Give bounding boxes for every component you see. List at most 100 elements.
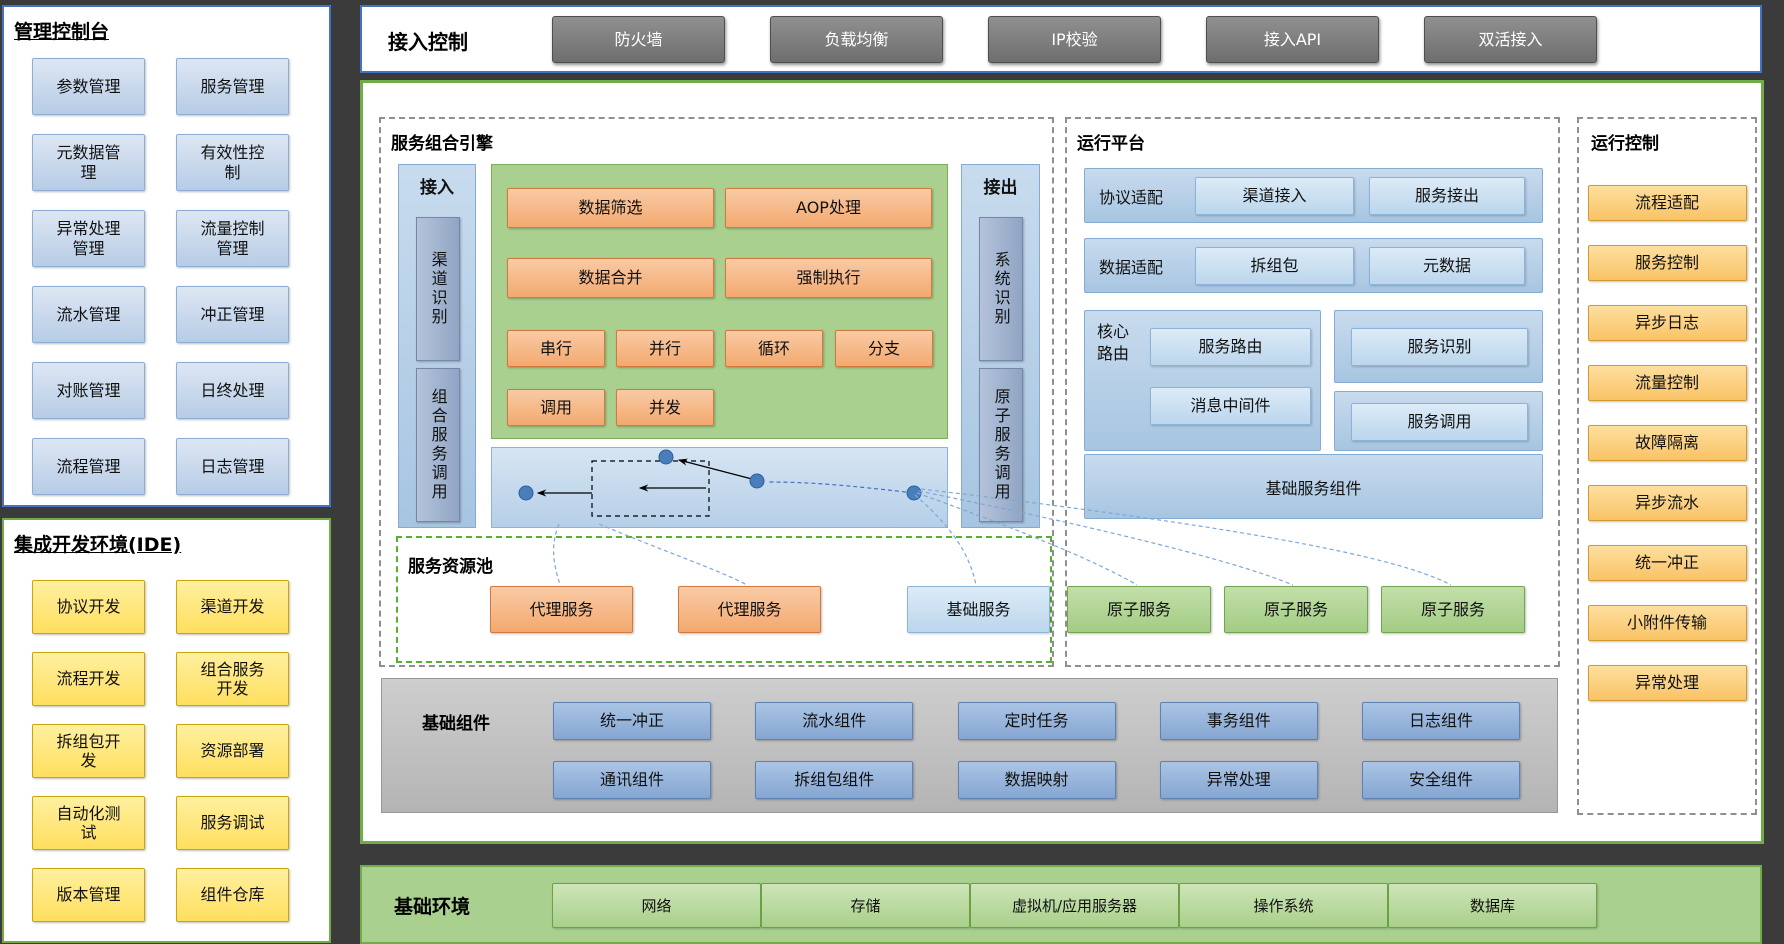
engine-ops-box: 数据筛选 AOP处理 数据合并 强制执行 串行 并行 循环 分支 调用 并发 xyxy=(491,164,948,439)
runtime-control-panel: 运行控制 流程适配 服务控制 异步日志 流量控制 故障隔离 异步流水 统一冲正 … xyxy=(1577,117,1757,815)
service-call-box: 服务调用 xyxy=(1334,391,1543,451)
op-item: 强制执行 xyxy=(725,258,932,298)
platform-item: 元数据 xyxy=(1369,247,1525,285)
flow-node xyxy=(518,485,534,501)
environment-item: 操作系统 xyxy=(1179,883,1388,928)
runtime-control-list: 流程适配 服务控制 异步日志 流量控制 故障隔离 异步流水 统一冲正 小附件传输… xyxy=(1579,185,1755,701)
data-adapter-label: 数据适配 xyxy=(1099,257,1164,277)
runtime-control-item: 故障隔离 xyxy=(1587,425,1747,461)
ide-item: 渠道开发 xyxy=(176,580,289,634)
runtime-control-item: 统一冲正 xyxy=(1587,545,1747,581)
ide-item: 版本管理 xyxy=(32,868,145,922)
ide-grid: 协议开发 渠道开发 流程开发 组合服务开发 拆组包开发 资源部署 自动化测试 服… xyxy=(32,580,289,922)
console-item: 流量控制管理 xyxy=(176,210,289,267)
inlet-item: 组合服务调用 xyxy=(416,368,460,522)
flow-node xyxy=(749,473,765,489)
protocol-adapter-label: 协议适配 xyxy=(1099,187,1164,207)
console-item: 对账管理 xyxy=(32,362,145,419)
environment-item: 存储 xyxy=(761,883,970,928)
console-item: 日志管理 xyxy=(176,438,289,495)
console-item: 日终处理 xyxy=(176,362,289,419)
flow-dashed-rect xyxy=(591,460,710,517)
environment-item: 数据库 xyxy=(1388,883,1597,928)
component-item: 定时任务 xyxy=(957,702,1116,740)
ide-item: 自动化测试 xyxy=(32,796,145,850)
runtime-control-item: 小附件传输 xyxy=(1587,605,1747,641)
console-item: 流水管理 xyxy=(32,286,145,343)
ide-item: 流程开发 xyxy=(32,652,145,706)
op-item: 调用 xyxy=(507,389,605,426)
op-item: 分支 xyxy=(835,330,933,367)
engine-title: 服务组合引擎 xyxy=(391,134,493,154)
component-item: 事务组件 xyxy=(1159,702,1318,740)
console-item: 服务管理 xyxy=(176,58,289,115)
runtime-control-item: 异步流水 xyxy=(1587,485,1747,521)
op-item: AOP处理 xyxy=(725,188,932,228)
basic-components-panel: 基础组件 统一冲正 流水组件 定时任务 事务组件 日志组件 通讯组件 拆组包组件… xyxy=(381,678,1558,813)
platform-item: 渠道接入 xyxy=(1195,177,1354,215)
management-console-panel: 管理控制台 参数管理 服务管理 元数据管理 有效性控制 异常处理管理 流量控制管… xyxy=(2,5,331,507)
core-routing-box: 核心路由 服务路由 消息中间件 xyxy=(1084,310,1321,451)
console-item: 参数管理 xyxy=(32,58,145,115)
inlet-label: 接入 xyxy=(420,178,454,198)
platform-item: 消息中间件 xyxy=(1150,387,1311,425)
data-adapter-row: 数据适配 拆组包 元数据 xyxy=(1084,238,1543,293)
atomic-service-node: 原子服务 xyxy=(1067,586,1211,633)
ide-item: 组件仓库 xyxy=(176,868,289,922)
ide-item: 拆组包开发 xyxy=(32,724,145,778)
platform-title: 运行平台 xyxy=(1077,134,1145,154)
ide-item: 资源部署 xyxy=(176,724,289,778)
runtime-control-item: 流量控制 xyxy=(1587,365,1747,401)
outlet-label: 接出 xyxy=(983,178,1018,198)
access-control-button: 负载均衡 xyxy=(770,16,943,63)
component-item: 安全组件 xyxy=(1362,761,1520,799)
platform-item: 服务调用 xyxy=(1351,403,1528,441)
outlet-item: 原子服务调用 xyxy=(979,368,1023,522)
platform-item: 服务识别 xyxy=(1351,328,1528,366)
flow-diagram xyxy=(518,449,922,517)
base-service-components-bar: 基础服务组件 xyxy=(1084,454,1543,519)
atomic-service-node: 原子服务 xyxy=(1224,586,1368,633)
op-item: 循环 xyxy=(725,330,823,367)
runtime-control-item: 异常处理 xyxy=(1587,665,1747,701)
protocol-adapter-row: 协议适配 渠道接入 服务接出 xyxy=(1084,168,1543,223)
platform-item: 服务路由 xyxy=(1150,328,1311,366)
ide-item: 协议开发 xyxy=(32,580,145,634)
component-item: 异常处理 xyxy=(1159,761,1318,799)
op-item: 并行 xyxy=(616,330,714,367)
op-item: 并发 xyxy=(616,389,714,426)
component-row: 通讯组件 拆组包组件 数据映射 异常处理 安全组件 xyxy=(553,761,1520,799)
outlet-item: 系统识别 xyxy=(979,217,1023,361)
flow-diagram-box xyxy=(491,447,948,528)
basic-environment-bar: 基础环境 网络 存储 虚拟机/应用服务器 操作系统 数据库 xyxy=(360,865,1762,944)
environment-item: 网络 xyxy=(552,883,761,928)
access-control-button: 接入API xyxy=(1206,16,1379,63)
ide-item: 服务调试 xyxy=(176,796,289,850)
component-item: 统一冲正 xyxy=(553,702,711,740)
inlet-item: 渠道识别 xyxy=(416,217,460,361)
service-pool-title: 服务资源池 xyxy=(408,557,493,577)
access-control-bar: 接入控制 防火墙 负载均衡 IP校验 接入API 双活接入 xyxy=(360,5,1762,73)
component-item: 通讯组件 xyxy=(553,761,711,799)
base-service-components-label: 基础服务组件 xyxy=(1265,478,1362,498)
platform-item: 服务接出 xyxy=(1369,177,1525,215)
flow-node xyxy=(906,485,922,501)
access-control-button: IP校验 xyxy=(988,16,1161,63)
runtime-control-item: 异步日志 xyxy=(1587,305,1747,341)
outlet-column: 接出 系统识别 原子服务调用 xyxy=(961,164,1040,528)
environment-items: 网络 存储 虚拟机/应用服务器 操作系统 数据库 xyxy=(552,883,1597,928)
op-item: 串行 xyxy=(507,330,605,367)
runtime-control-item: 流程适配 xyxy=(1587,185,1747,221)
runtime-control-title: 运行控制 xyxy=(1591,134,1659,154)
component-item: 日志组件 xyxy=(1362,702,1520,740)
component-item: 拆组包组件 xyxy=(755,761,914,799)
ide-title: 集成开发环境(IDE) xyxy=(14,534,182,556)
basic-service-node: 基础服务 xyxy=(907,586,1050,633)
access-control-title: 接入控制 xyxy=(388,30,468,54)
runtime-control-item: 服务控制 xyxy=(1587,245,1747,281)
runtime-platform-panel: 运行平台 协议适配 渠道接入 服务接出 数据适配 拆组包 元数据 核心路由 服务… xyxy=(1065,117,1560,667)
component-item: 数据映射 xyxy=(957,761,1116,799)
basic-components-title: 基础组件 xyxy=(422,714,490,734)
component-item: 流水组件 xyxy=(755,702,914,740)
core-routing-label: 核心路由 xyxy=(1097,322,1130,363)
